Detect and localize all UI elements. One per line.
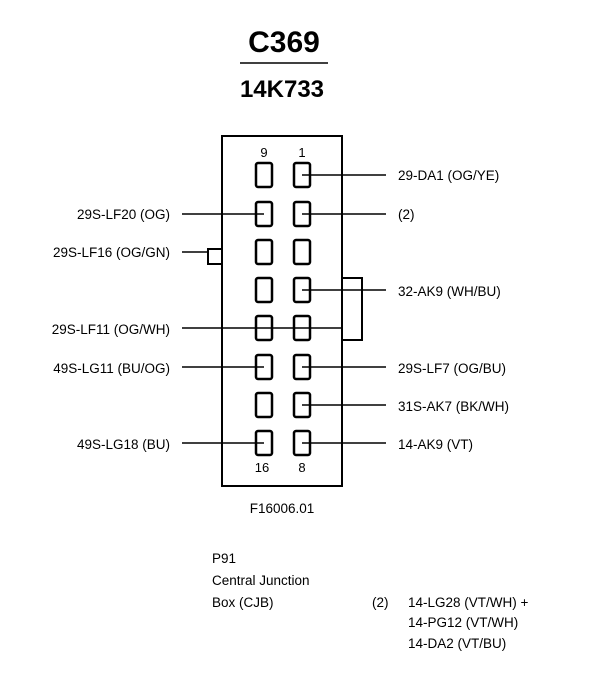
pin-cavity xyxy=(254,276,274,304)
note-line: 14-PG12 (VT/WH) xyxy=(408,615,518,630)
pin-number-8: 8 xyxy=(298,460,305,475)
wire-label: 29-DA1 (OG/YE) xyxy=(398,168,499,183)
wires-left xyxy=(182,213,264,444)
location-line: P91 xyxy=(212,551,236,566)
note-line: 14-LG28 (VT/WH) + xyxy=(408,595,529,610)
pin-number-9: 9 xyxy=(260,145,267,160)
connector-title: C369 xyxy=(248,26,320,59)
wire-label: 29S-LF16 (OG/GN) xyxy=(53,245,170,260)
note-marker: (2) xyxy=(372,595,389,610)
wire-label: 32-AK9 (WH/BU) xyxy=(398,284,501,299)
connector-part-number: 14K733 xyxy=(240,76,324,103)
location-line: Central Junction xyxy=(212,573,310,588)
figure-reference: F16006.01 xyxy=(250,501,315,516)
wire-label: 49S-LG18 (BU) xyxy=(77,437,170,452)
wire-label: 29S-LF11 (OG/WH) xyxy=(52,322,170,337)
pin-number-1: 1 xyxy=(298,145,305,160)
pin-cavity xyxy=(254,238,274,266)
wire-label: (2) xyxy=(398,207,415,222)
pin-cavities-right xyxy=(292,161,312,457)
pin-cavities-left xyxy=(254,161,274,457)
connector-key-tab xyxy=(207,248,223,265)
wire-label: 29S-LF20 (OG) xyxy=(77,207,170,222)
wire-label: 14-AK9 (VT) xyxy=(398,437,473,452)
pin-number-16: 16 xyxy=(255,460,269,475)
note-line: 14-DA2 (VT/BU) xyxy=(408,636,506,651)
location-line: Box (CJB) xyxy=(212,595,274,610)
connector-housing xyxy=(221,135,343,487)
wire-label: 29S-LF7 (OG/BU) xyxy=(398,361,506,376)
wires-right xyxy=(302,174,386,444)
jumper-bracket xyxy=(342,277,363,341)
wire-label: 31S-AK7 (BK/WH) xyxy=(398,399,509,414)
pin-cavity xyxy=(254,391,274,419)
pin-cavity xyxy=(292,238,312,266)
wire-label: 49S-LG11 (BU/OG) xyxy=(53,361,170,376)
pin-cavity xyxy=(254,161,274,189)
